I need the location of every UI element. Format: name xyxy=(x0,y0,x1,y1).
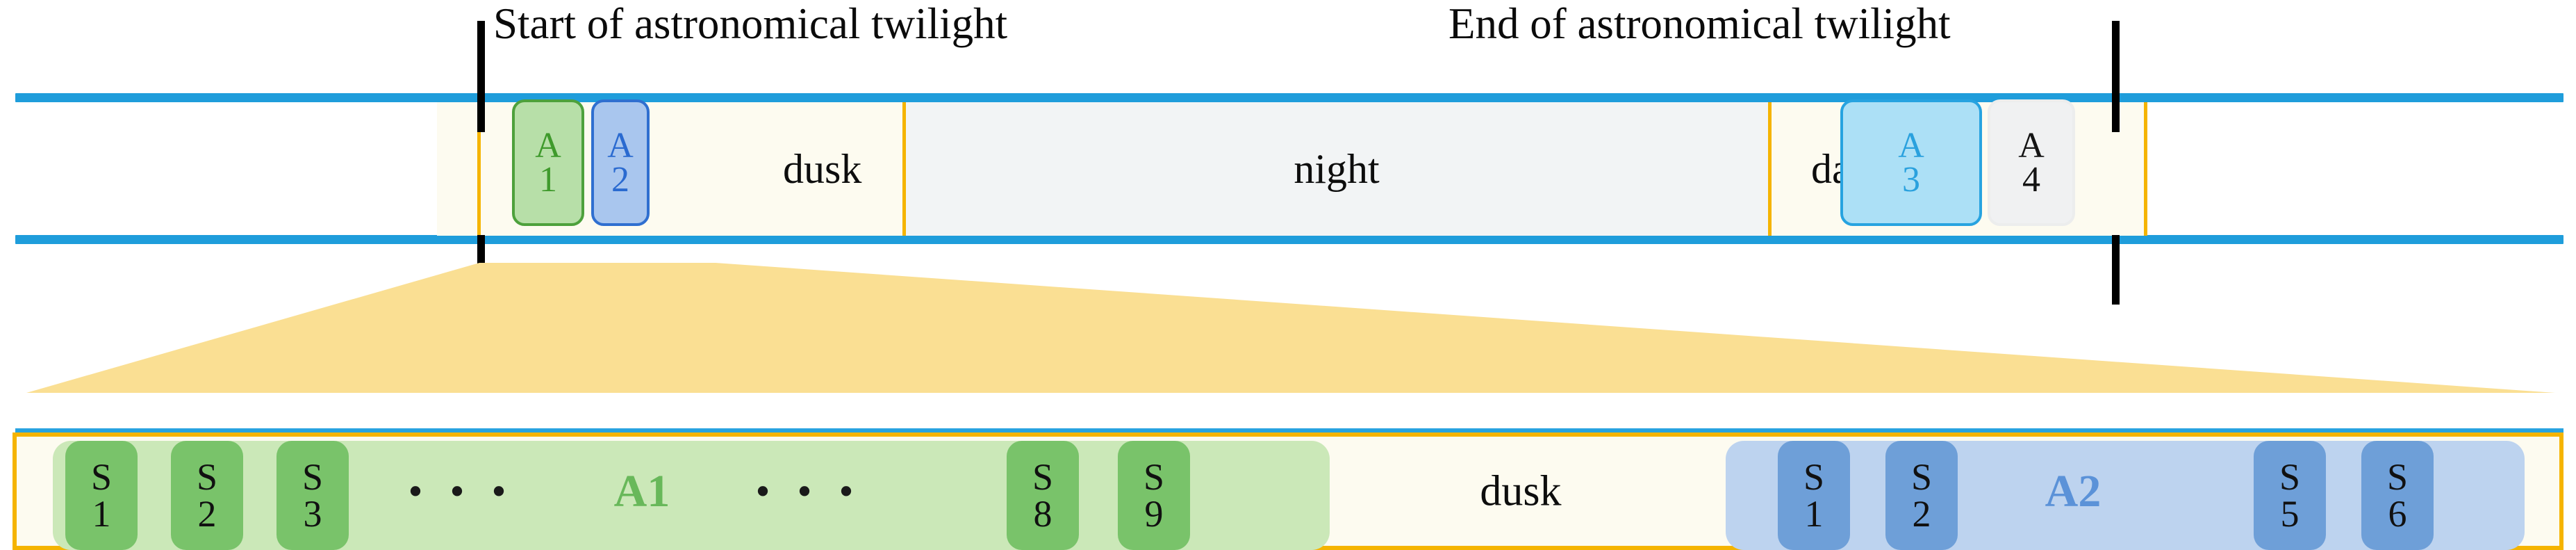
activity-chip-a3[interactable]: A 3 xyxy=(1840,99,1982,226)
marker-line-end-twilight xyxy=(2112,21,2120,132)
marker-label-start-twilight: Start of astronomical twilight xyxy=(493,0,1008,48)
detail-slot-a1-s1-letter: S xyxy=(90,455,113,498)
marker-line-start-twilight-lower xyxy=(477,235,485,277)
detail-slot-a1-s9[interactable]: S 9 xyxy=(1118,441,1190,550)
detail-slot-a1-s9-index: 9 xyxy=(1144,492,1164,535)
ellipsis-right: • • • xyxy=(755,468,862,514)
horizon-rail-top xyxy=(15,93,2563,102)
detail-group-a1-title: A1 xyxy=(613,465,670,517)
band-divider-1 xyxy=(477,102,481,236)
detail-slot-a2-s1[interactable]: S 1 xyxy=(1778,441,1850,550)
detail-slot-a2-s6[interactable]: S 6 xyxy=(2361,441,2434,550)
band-divider-3 xyxy=(1768,102,1772,236)
activity-chip-a2-index: 2 xyxy=(611,160,629,200)
detail-rail-top xyxy=(15,428,2563,436)
segment-label-night: night xyxy=(1294,146,1380,192)
detail-slot-a1-s3[interactable]: S 3 xyxy=(276,441,349,550)
detail-slot-a2-s1-letter: S xyxy=(1803,455,1825,498)
detail-slot-a2-s2[interactable]: S 2 xyxy=(1885,441,1958,550)
detail-slot-a1-s3-index: 3 xyxy=(303,492,322,535)
activity-chip-a1-letter: A xyxy=(535,125,561,165)
activity-chip-a1[interactable]: A 1 xyxy=(512,99,584,226)
band-divider-2 xyxy=(902,102,906,236)
segment-pre-dusk-gap xyxy=(437,102,477,236)
detail-label-dusk: dusk xyxy=(1480,467,1562,515)
detail-slot-a1-s3-letter: S xyxy=(302,455,324,498)
detail-slot-a2-s2-letter: S xyxy=(1910,455,1933,498)
activity-chip-a1-index: 1 xyxy=(539,160,557,200)
detail-slot-a1-s1[interactable]: S 1 xyxy=(65,441,138,550)
detail-slot-a1-s8-index: 8 xyxy=(1033,492,1052,535)
detail-slot-a2-s5-letter: S xyxy=(2279,455,2301,498)
detail-group-a1[interactable] xyxy=(53,441,1330,550)
detail-slot-a2-s5-index: 5 xyxy=(2280,492,2300,535)
detail-slot-a1-s8[interactable]: S 8 xyxy=(1007,441,1079,550)
activity-chip-a4-index: 4 xyxy=(2022,160,2040,200)
marker-line-end-twilight-lower xyxy=(2112,235,2120,305)
detail-band: S 1 S 2 S 3 S 8 S 9 • • • • • • A1 dusk … xyxy=(13,432,2563,550)
ellipsis-left: • • • xyxy=(408,468,515,514)
activity-chip-a2[interactable]: A 2 xyxy=(591,99,650,226)
activity-chip-a3-letter: A xyxy=(1898,125,1924,165)
detail-slot-a2-s6-index: 6 xyxy=(2388,492,2407,535)
zoom-connector xyxy=(26,263,2555,393)
detail-slot-a1-s1-index: 1 xyxy=(92,492,111,535)
detail-slot-a2-s6-letter: S xyxy=(2386,455,2409,498)
top-timeline-band: dusk night dawn A 1 A 2 A 3 A 4 xyxy=(437,99,2147,236)
activity-chip-a4-letter: A xyxy=(2018,125,2045,165)
detail-slot-a2-s1-index: 1 xyxy=(1804,492,1824,535)
marker-label-end-twilight: End of astronomical twilight xyxy=(1448,0,1951,48)
segment-night: night xyxy=(904,102,1769,236)
detail-slot-a1-s2-letter: S xyxy=(196,455,218,498)
activity-chip-a3-index: 3 xyxy=(1902,160,1920,200)
detail-slot-a1-s8-letter: S xyxy=(1032,455,1054,498)
detail-slot-a1-s2-index: 2 xyxy=(197,492,217,535)
detail-slot-a1-s9-letter: S xyxy=(1143,455,1165,498)
activity-chip-a2-letter: A xyxy=(607,125,634,165)
detail-slot-a1-s2[interactable]: S 2 xyxy=(171,441,243,550)
segment-label-dusk: dusk xyxy=(783,146,862,192)
detail-slot-a2-s2-index: 2 xyxy=(1912,492,1931,535)
activity-chip-a4[interactable]: A 4 xyxy=(1988,99,2075,226)
detail-group-a2-title: A2 xyxy=(2045,465,2102,517)
horizon-rail-bottom xyxy=(15,235,2563,244)
marker-line-start-twilight xyxy=(477,21,485,132)
detail-slot-a2-s5[interactable]: S 5 xyxy=(2254,441,2326,550)
